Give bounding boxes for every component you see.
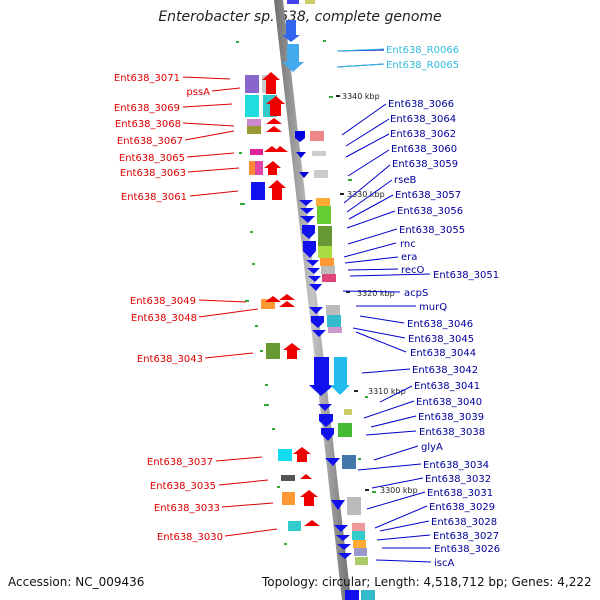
gene-label: Ent638_3041 bbox=[414, 381, 480, 392]
gene-label: Ent638_3061 bbox=[121, 192, 187, 203]
rna-label: Ent638_R0065 bbox=[386, 60, 459, 71]
gene-label: pssA bbox=[186, 87, 210, 98]
gene-label: Ent638_3071 bbox=[114, 73, 180, 84]
gene-label: Ent638_3059 bbox=[392, 159, 458, 170]
gene-label: Ent638_3055 bbox=[399, 225, 465, 236]
tick-label: 3300 kbp bbox=[380, 486, 418, 495]
gene-label: Ent638_3029 bbox=[429, 502, 495, 513]
gene-label: rnc bbox=[400, 239, 416, 250]
gene-label: Ent638_3039 bbox=[418, 412, 484, 423]
tick-label: 3320 kbp bbox=[357, 289, 395, 298]
kbp-tick-marks bbox=[336, 95, 369, 491]
gene-label: Ent638_3067 bbox=[117, 136, 183, 147]
tick-label: 3310 kbp bbox=[368, 387, 406, 396]
gene-label: era bbox=[401, 252, 417, 263]
gene-label: Ent638_3066 bbox=[388, 99, 454, 110]
kbp-tick-labels: 3340 kbp 3330 kbp 3320 kbp 3310 kbp 3300… bbox=[342, 92, 418, 495]
gene-label: rseB bbox=[394, 175, 416, 186]
gene-label: Ent638_3026 bbox=[434, 544, 500, 555]
gene-label: recO bbox=[401, 265, 425, 276]
gene-label: Ent638_3064 bbox=[390, 114, 456, 125]
gene-label: Ent638_3035 bbox=[150, 481, 216, 492]
gene-label: Ent638_3043 bbox=[137, 354, 203, 365]
genome-backbone bbox=[274, 0, 351, 600]
rna-gene-labels: Ent638_R0066 Ent638_R0065 bbox=[386, 45, 459, 71]
gene-label: Ent638_3030 bbox=[157, 532, 223, 543]
left-gene-labels: Ent638_3071 pssA Ent638_3069 Ent638_3068… bbox=[114, 73, 223, 543]
left-leader-lines bbox=[182, 76, 278, 537]
right-gene-labels: Ent638_3066 Ent638_3064 Ent638_3062 Ent6… bbox=[388, 99, 500, 569]
gene-label: Ent638_3032 bbox=[425, 474, 491, 485]
gene-label: Ent638_3031 bbox=[427, 488, 493, 499]
gene-label: Ent638_3068 bbox=[115, 119, 181, 130]
rna-leader-lines bbox=[336, 48, 385, 68]
gene-label: Ent638_3038 bbox=[419, 427, 485, 438]
tick-label: 3340 kbp bbox=[342, 92, 380, 101]
gene-label: glyA bbox=[421, 442, 443, 453]
gene-label: Ent638_3065 bbox=[119, 153, 185, 164]
gene-label: Ent638_3057 bbox=[395, 190, 461, 201]
gene-label: Ent638_3062 bbox=[390, 129, 456, 140]
gene-label: Ent638_3042 bbox=[412, 365, 478, 376]
gene-label: Ent638_3060 bbox=[391, 144, 457, 155]
gene-label: Ent638_3045 bbox=[408, 334, 474, 345]
gene-label: Ent638_3046 bbox=[407, 319, 473, 330]
genome-summary-text: Topology: circular; Length: 4,518,712 bp… bbox=[262, 575, 592, 589]
left-strand-genes bbox=[245, 72, 320, 531]
gene-label: Ent638_3033 bbox=[154, 503, 220, 514]
gene-label: acpS bbox=[404, 288, 428, 299]
gene-label: iscA bbox=[434, 558, 454, 569]
accession-text: Accession: NC_009436 bbox=[8, 575, 145, 589]
gene-label: Ent638_3034 bbox=[423, 460, 489, 471]
gene-label: Ent638_3048 bbox=[131, 313, 197, 324]
gene-label: Ent638_3027 bbox=[433, 531, 499, 542]
gene-label: Ent638_3051 bbox=[433, 270, 499, 281]
dot-track bbox=[236, 40, 376, 545]
gene-label: murQ bbox=[419, 302, 447, 313]
gene-label: Ent638_3040 bbox=[416, 397, 482, 408]
gene-label: Ent638_3069 bbox=[114, 103, 180, 114]
rna-label: Ent638_R0066 bbox=[386, 45, 459, 56]
gene-label: Ent638_3044 bbox=[410, 348, 476, 359]
gene-label: Ent638_3037 bbox=[147, 457, 213, 468]
gene-label: Ent638_3028 bbox=[431, 517, 497, 528]
gene-label: Ent638_3056 bbox=[397, 206, 463, 217]
right-strand-genes bbox=[282, 0, 375, 600]
gene-label: Ent638_3049 bbox=[130, 296, 196, 307]
tick-label: 3330 kbp bbox=[347, 190, 385, 199]
gene-label: Ent638_3063 bbox=[120, 168, 186, 179]
map-title: Enterobacter sp. 638, complete genome bbox=[158, 9, 442, 25]
